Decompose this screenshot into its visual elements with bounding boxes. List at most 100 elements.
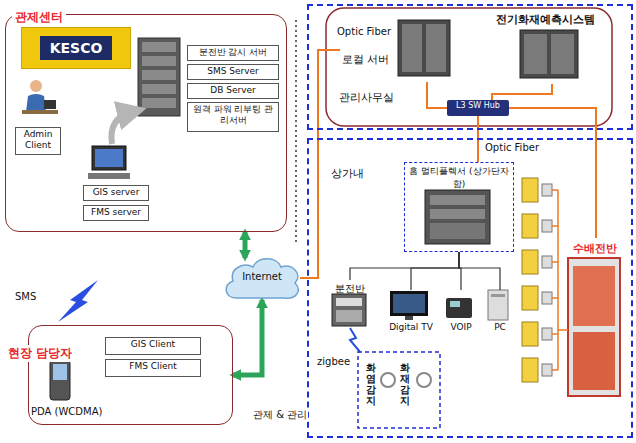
connector bbox=[509, 108, 596, 238]
node-text: 상가내 bbox=[331, 166, 364, 181]
panel-device bbox=[332, 294, 366, 326]
node-text: Digital TV bbox=[384, 290, 438, 332]
switchgear-box: 수배전반 bbox=[562, 238, 628, 404]
device-wire bbox=[552, 333, 558, 335]
server-box: FMS server bbox=[83, 205, 149, 221]
fiber-label: Optic Fiber bbox=[336, 26, 392, 37]
node-text: 화재감지 bbox=[400, 362, 410, 406]
server-box: SMS Server bbox=[187, 64, 279, 80]
device-icon bbox=[522, 250, 538, 274]
server-box: 분전반 감시 서버 bbox=[187, 45, 279, 61]
pc-box: PC bbox=[484, 290, 516, 336]
device-icon bbox=[542, 220, 552, 232]
pc-device bbox=[488, 290, 508, 320]
node-text: 화염감지 bbox=[366, 362, 376, 406]
node-text: 로컬 서버 bbox=[342, 52, 390, 67]
device-wire bbox=[552, 369, 558, 371]
server-box: GIS server bbox=[83, 185, 149, 201]
node-text: L3 SW Hub bbox=[449, 100, 507, 112]
sensor-icon bbox=[381, 373, 395, 387]
connector bbox=[492, 84, 552, 100]
node-text: 홈 멀티플렉서 (상가단자함) bbox=[405, 163, 513, 191]
node-text: GIS Client bbox=[108, 339, 198, 350]
device-icon bbox=[542, 184, 552, 196]
node-text: SMS Server bbox=[190, 66, 276, 77]
multiplexer-device bbox=[425, 190, 490, 244]
connector bbox=[243, 232, 248, 258]
device-icon bbox=[542, 364, 552, 376]
device-wire bbox=[552, 189, 558, 191]
sensor-label: 화염감지 bbox=[366, 362, 382, 422]
computer bbox=[88, 146, 130, 179]
client-box: FMS Client bbox=[105, 359, 201, 377]
node-text: FMS Client bbox=[108, 361, 198, 372]
divider bbox=[295, 20, 297, 245]
device-wire bbox=[552, 225, 558, 227]
sms-label: SMS bbox=[14, 291, 37, 302]
control-center-region: 관제센터KESCO분전반 감시 서버SMS ServerDB Server원격 … bbox=[5, 14, 287, 232]
server-box: DB Server bbox=[187, 83, 279, 99]
connector bbox=[300, 50, 340, 278]
device-icon bbox=[522, 178, 538, 202]
node-text: 분전반 감시 서버 bbox=[190, 47, 276, 58]
device-wire bbox=[558, 329, 568, 331]
node-text: Internet bbox=[222, 254, 302, 282]
device-icon bbox=[522, 214, 538, 238]
node-text: 분전반 bbox=[322, 280, 378, 296]
device-wire bbox=[557, 190, 559, 370]
pda bbox=[50, 360, 70, 400]
connector bbox=[459, 252, 500, 290]
logo-box: KESCO bbox=[21, 27, 131, 69]
device-wire bbox=[552, 261, 558, 263]
internet-cloud: Internet bbox=[222, 254, 302, 302]
sensor-group bbox=[358, 352, 440, 428]
sensor-icon bbox=[417, 373, 431, 387]
prediction-rack bbox=[520, 30, 578, 78]
device-icon bbox=[522, 286, 538, 310]
zigbee-bolt bbox=[350, 328, 360, 352]
server-rack bbox=[138, 38, 180, 116]
node-text: 전기화재예측시스템 bbox=[470, 12, 620, 27]
node-text: GIS server bbox=[86, 187, 146, 198]
admin-person bbox=[22, 80, 58, 114]
multiplexer-box: 홈 멀티플렉서 (상가단자함) bbox=[404, 162, 514, 252]
sensor-label: 화재감지 bbox=[400, 362, 416, 422]
voip-device bbox=[446, 298, 472, 318]
device-icon bbox=[522, 358, 538, 382]
node-text: 원격 파워 리부팅 관리서버 bbox=[190, 104, 276, 126]
node-text: KESCO bbox=[40, 36, 113, 60]
node-text: Admin Client bbox=[18, 129, 58, 151]
tv-box: Digital TV bbox=[384, 290, 438, 336]
device-icon bbox=[542, 328, 552, 340]
connector bbox=[350, 252, 459, 280]
connector bbox=[411, 252, 459, 290]
device-icon bbox=[522, 322, 538, 346]
connector bbox=[427, 82, 447, 108]
server-box: 원격 파워 리부팅 관리서버 bbox=[187, 102, 279, 132]
device-label: PDA (WCDMA) bbox=[30, 406, 103, 417]
store-region: 상가내 홈 멀티플렉서 (상가단자함) 분전반 Digital TVVOIPPC 화염감… bbox=[307, 138, 633, 438]
fiber-label: Optic Fiber bbox=[484, 142, 540, 153]
device-column bbox=[522, 178, 568, 382]
sms-bolt bbox=[58, 280, 98, 322]
voip-box: VOIP bbox=[442, 290, 480, 336]
node-text: 관리사무실 bbox=[339, 90, 394, 105]
zigbee-label: zigbee bbox=[316, 356, 351, 367]
device-icon bbox=[542, 256, 552, 268]
node-text: 관제센터 bbox=[12, 9, 66, 26]
device-icon bbox=[542, 292, 552, 304]
node-text: 수배전반 bbox=[562, 238, 628, 256]
node-text: PC bbox=[484, 290, 516, 332]
node-text: FMS server bbox=[86, 207, 146, 218]
local-server-rack bbox=[398, 20, 450, 76]
client-box: Admin Client bbox=[15, 127, 61, 155]
control-label: 관제 & 관리 bbox=[252, 408, 308, 422]
office-region: 관리사무실 로컬 서버 전기화재예측시스템 L3 SW Hub bbox=[307, 4, 633, 130]
prediction-system: 전기화재예측시스템 bbox=[470, 12, 620, 84]
device-wire bbox=[552, 297, 558, 299]
gray-arrow bbox=[111, 112, 132, 144]
tv-device bbox=[390, 291, 428, 320]
node-text: DB Server bbox=[190, 85, 276, 96]
panel-box: 분전반 bbox=[322, 280, 378, 332]
node-text: VOIP bbox=[442, 290, 480, 332]
